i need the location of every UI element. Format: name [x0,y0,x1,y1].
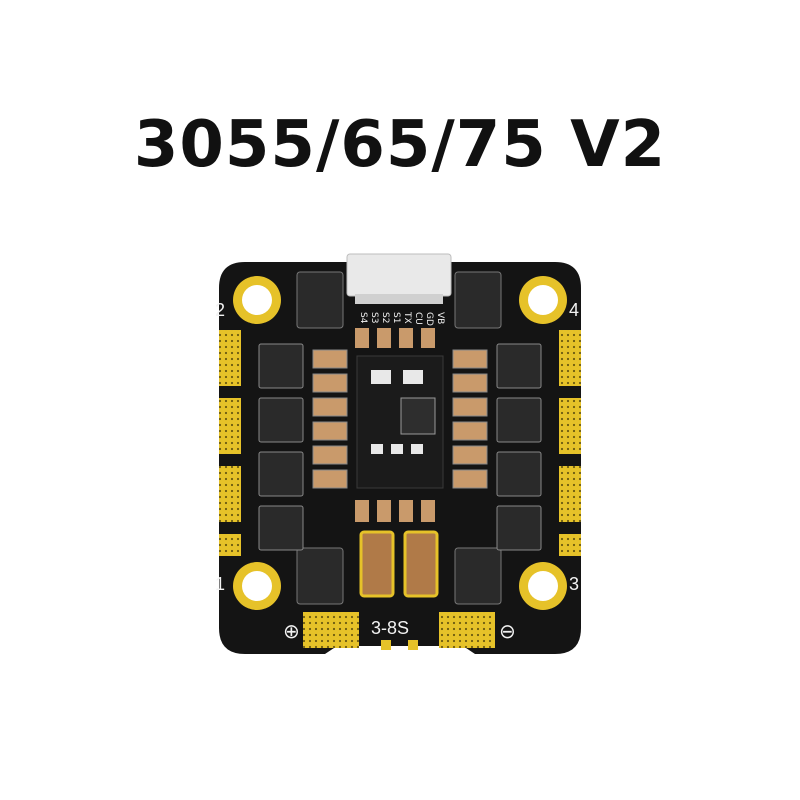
corner-label-4: 4 [569,300,579,320]
top-caps [355,328,435,348]
corner-label-1: 1 [215,574,225,594]
signal-label-cu: CU [413,312,423,325]
inductors [359,530,439,598]
minus-symbol: ⊖ [499,619,516,643]
mounting-holes [233,276,567,610]
corner-label-3: 3 [569,574,579,594]
signal-label-vb: VB [435,312,445,324]
signal-connector [346,253,452,304]
voltage-label: 3-8S [371,618,409,638]
top-chips [296,271,502,605]
signal-label-s1: S1 [391,312,401,323]
signal-label-gd: GD [424,312,434,326]
signal-label-tx: TX [402,311,412,324]
product-title: 3055/65/75 V2 [133,108,667,182]
signal-label-s4: S4 [358,312,368,324]
left-caps [312,349,348,489]
motor-pads [219,330,581,556]
right-caps [452,349,488,489]
signal-labels: S4 S3 S2 S1 TX CU GD VB [358,311,445,326]
power-pads [303,612,495,650]
bottom-caps [355,500,435,522]
left-mosfets [258,343,304,551]
right-mosfets [496,343,542,551]
signal-label-s3: S3 [369,312,379,323]
plus-symbol: ⊕ [283,619,300,643]
center-mcu [356,355,444,489]
esc-board: 2 4 1 3 ⊕ ⊖ 3-8S S4 S3 S2 S1 TX CU GD VB [215,253,581,654]
corner-label-2: 2 [215,300,225,320]
signal-label-s2: S2 [380,312,390,323]
